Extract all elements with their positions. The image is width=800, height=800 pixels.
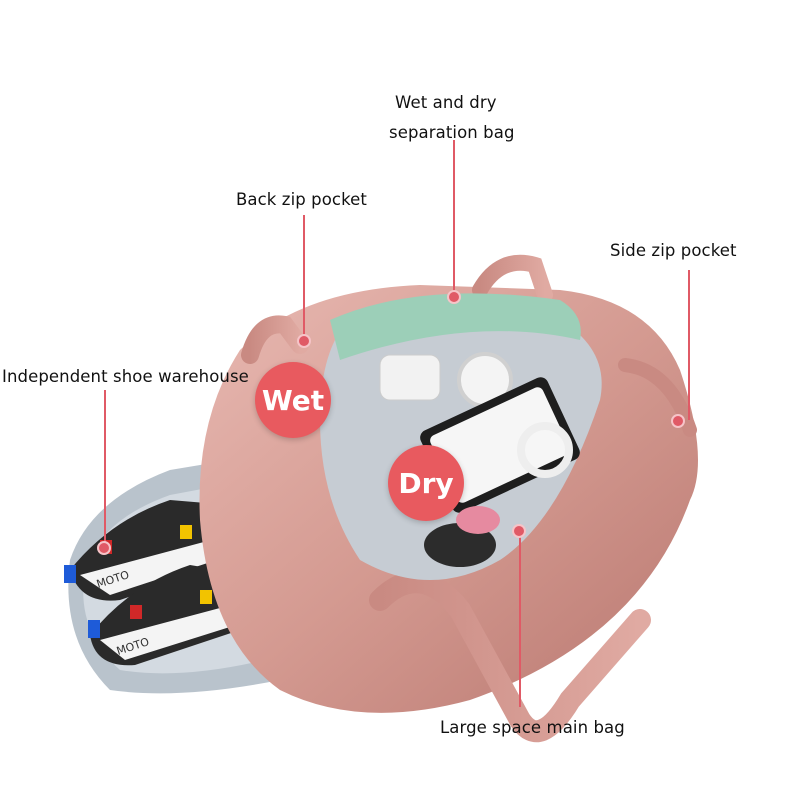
callout-line-back-zip — [303, 215, 305, 340]
label-wet-dry-line1: Wet and dry — [395, 93, 497, 112]
callout-dot-side-zip — [671, 414, 685, 428]
bag-interior — [320, 293, 602, 580]
callout-dot-back-zip — [297, 334, 311, 348]
label-main-bag: Large space main bag — [440, 718, 625, 737]
label-back-zip: Back zip pocket — [236, 190, 367, 209]
wet-badge: Wet — [255, 362, 331, 438]
dry-badge: Dry — [388, 445, 464, 521]
callout-dot-main-bag — [512, 524, 526, 538]
label-wet-dry-line2: separation bag — [389, 123, 515, 142]
label-side-zip: Side zip pocket — [610, 241, 737, 260]
callout-line-side-zip — [688, 270, 690, 420]
callout-line-wet-dry — [453, 140, 455, 295]
callout-dot-wet-dry — [447, 290, 461, 304]
label-shoe-warehouse: Independent shoe warehouse — [2, 367, 249, 386]
callout-line-shoe — [104, 390, 106, 547]
callout-line-main-bag — [519, 532, 521, 707]
callout-dot-shoe — [97, 541, 111, 555]
